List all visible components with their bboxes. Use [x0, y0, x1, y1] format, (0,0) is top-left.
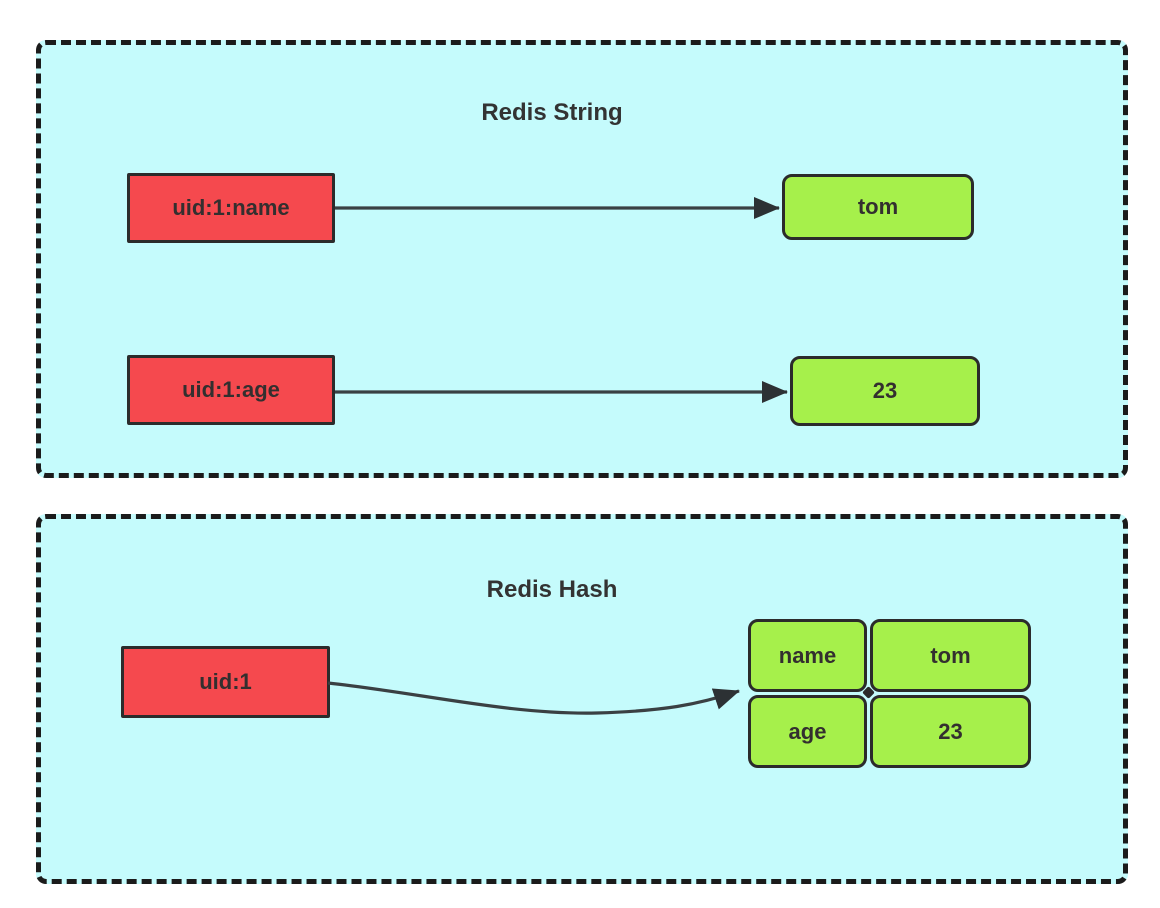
hash-value-23: 23 — [870, 695, 1031, 768]
redis-string-title: Redis String — [481, 99, 623, 126]
key-box-uid-1: uid:1 — [121, 646, 330, 718]
hash-field-age: age — [748, 695, 867, 768]
key-box-uid-1-name: uid:1:name — [127, 173, 335, 243]
redis-string-panel: Redis String uid:1:name tom uid:1:age 23 — [36, 40, 1128, 478]
value-box-23: 23 — [790, 356, 980, 426]
redis-hash-title: Redis Hash — [486, 576, 618, 603]
arrow-uid-1-to-hash-table — [327, 681, 740, 715]
redis-hash-panel: Redis Hash uid:1 name tom age 23 — [36, 514, 1128, 884]
value-box-tom: tom — [782, 174, 974, 240]
hash-field-table: name tom age 23 — [748, 619, 1031, 768]
hash-field-name: name — [748, 619, 867, 692]
key-box-uid-1-age: uid:1:age — [127, 355, 335, 425]
hash-value-tom: tom — [870, 619, 1031, 692]
